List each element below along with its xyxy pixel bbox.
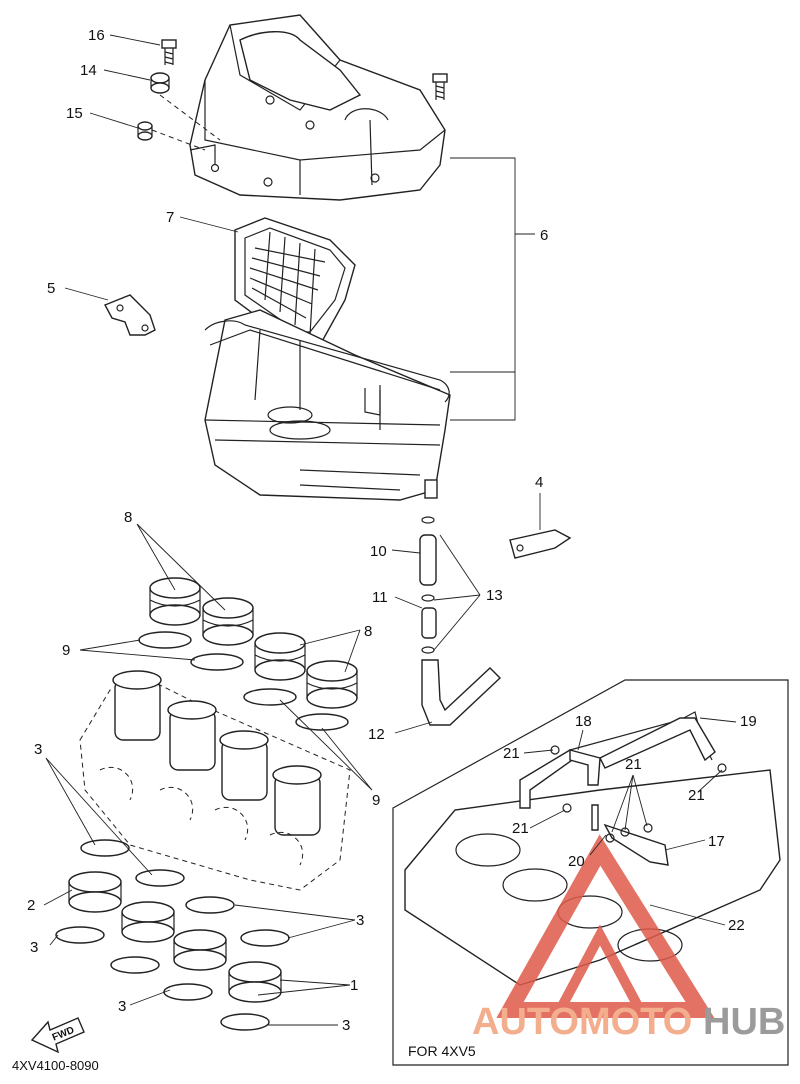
watermark-brand-part1: AUTOMOTO bbox=[472, 1001, 692, 1043]
callout-10: 10 bbox=[370, 543, 387, 560]
callout-20: 20 bbox=[568, 853, 585, 870]
screw-top-right bbox=[432, 73, 448, 100]
drain-hose-assembly bbox=[419, 516, 502, 726]
fwd-arrow: FWD bbox=[30, 1017, 85, 1054]
callout-21-d: 21 bbox=[512, 820, 529, 837]
callout-15: 15 bbox=[66, 105, 83, 122]
collar-15 bbox=[137, 121, 153, 141]
callout-3-e: 3 bbox=[342, 1017, 350, 1034]
callout-1: 1 bbox=[350, 977, 358, 994]
carburetor-joints-8 bbox=[149, 577, 358, 709]
callout-2: 2 bbox=[27, 897, 35, 914]
diagram-code: 4XV4100-8090 bbox=[12, 1058, 99, 1073]
callout-21-c: 21 bbox=[688, 787, 705, 804]
bracket-6-leads bbox=[450, 157, 516, 421]
callout-16: 16 bbox=[88, 27, 105, 44]
bracket-5 bbox=[104, 294, 156, 336]
callout-19: 19 bbox=[740, 713, 757, 730]
callout-3-d: 3 bbox=[118, 998, 126, 1015]
callout-9-right: 9 bbox=[372, 792, 380, 809]
callout-18: 18 bbox=[575, 713, 592, 730]
callout-7: 7 bbox=[166, 209, 174, 226]
callout-labels: 16 14 15 7 6 5 4 8 8 9 9 10 11 13 12 3 2… bbox=[27, 27, 757, 1034]
hose-clamps-9 bbox=[138, 631, 349, 731]
assembly-line-grommet bbox=[159, 94, 221, 141]
carburetor-outline bbox=[79, 670, 351, 891]
bolt-16 bbox=[161, 39, 177, 65]
callout-6: 6 bbox=[540, 227, 548, 244]
callout-8-right: 8 bbox=[364, 623, 372, 640]
callout-14: 14 bbox=[80, 62, 97, 79]
watermark-brand-part2: HUB bbox=[703, 1001, 785, 1043]
callout-21-b: 21 bbox=[625, 756, 642, 773]
callout-22: 22 bbox=[728, 917, 745, 934]
assembly-line-collar bbox=[151, 129, 206, 151]
grommet-14 bbox=[150, 72, 170, 94]
callout-11: 11 bbox=[372, 589, 388, 606]
clamp-4 bbox=[509, 529, 572, 559]
callout-12: 12 bbox=[368, 726, 385, 743]
callout-21-a: 21 bbox=[503, 745, 520, 762]
callout-4: 4 bbox=[535, 474, 543, 491]
lower-clamps-and-joints bbox=[55, 839, 290, 1031]
callout-5: 5 bbox=[47, 280, 55, 297]
callout-3-a: 3 bbox=[34, 741, 42, 758]
air-box-cover bbox=[189, 14, 446, 201]
callout-3-c: 3 bbox=[356, 912, 364, 929]
watermark-logo: AUTOMOTO HUB bbox=[472, 834, 785, 1043]
callout-8-upper: 8 bbox=[124, 509, 132, 526]
callout-17: 17 bbox=[708, 833, 725, 850]
callout-3-b: 3 bbox=[30, 939, 38, 956]
leader-lines bbox=[43, 34, 737, 1026]
air-box-case bbox=[204, 309, 451, 501]
callout-13: 13 bbox=[486, 587, 503, 604]
callout-9-left: 9 bbox=[62, 642, 70, 659]
inset-caption: FOR 4XV5 bbox=[408, 1043, 476, 1059]
